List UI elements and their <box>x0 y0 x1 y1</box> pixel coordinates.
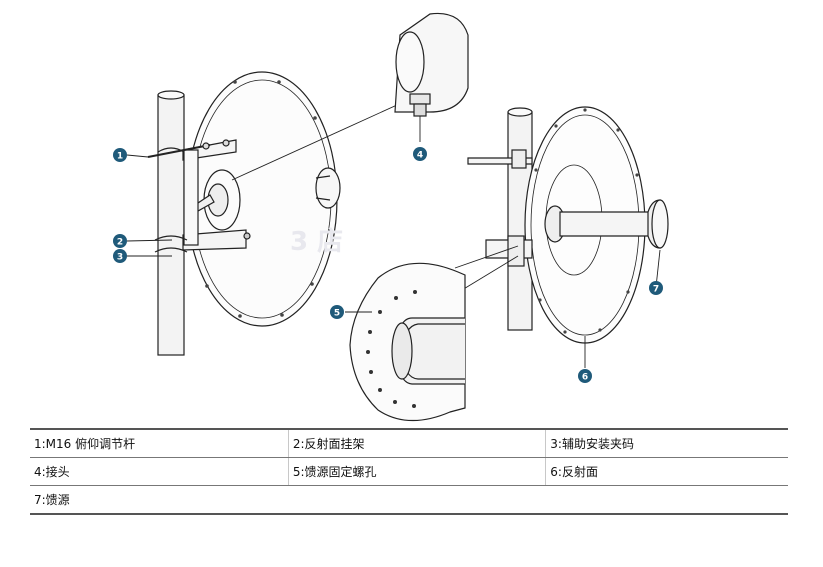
feed-boom <box>559 211 651 237</box>
callout-4: 4 <box>413 147 427 161</box>
svg-text:7: 7 <box>653 285 659 295</box>
callout-badges: 1 2 3 4 5 6 7 <box>113 147 663 383</box>
svg-text:3: 3 <box>117 253 123 263</box>
legend-cell: 2:反射面挂架 <box>287 428 547 458</box>
legend-row: 1:M16 俯仰调节杆 2:反射面挂架 3:辅助安装夹码 <box>30 428 788 458</box>
legend-cell: 4:接头 <box>30 457 289 486</box>
left-antenna-assembly <box>147 71 409 356</box>
callout-3: 3 <box>113 249 127 263</box>
parts-legend-table: 1:M16 俯仰调节杆 2:反射面挂架 3:辅助安装夹码 4:接头 5:馈源固定… <box>30 428 788 515</box>
legend-cell: 7:馈源 <box>30 485 788 515</box>
left-mast-pole <box>157 94 185 356</box>
right-antenna-assembly <box>454 106 669 344</box>
detail-connector <box>394 12 469 142</box>
svg-text:4: 4 <box>417 151 423 161</box>
legend-row: 4:接头 5:馈源固定螺孔 6:反射面 <box>30 457 788 486</box>
callout-leaders <box>126 154 661 368</box>
legend-cell: 1:M16 俯仰调节杆 <box>30 428 289 458</box>
legend-cell: 5:馈源固定螺孔 <box>287 457 547 486</box>
callout-7: 7 <box>649 281 663 295</box>
svg-text:2: 2 <box>117 238 123 248</box>
callout-6: 6 <box>578 369 592 383</box>
callout-2: 2 <box>113 234 127 248</box>
svg-text:5: 5 <box>334 309 340 319</box>
elevation-rod <box>147 144 211 158</box>
legend-cell: 6:反射面 <box>545 457 788 486</box>
legend-row: 7:馈源 <box>30 485 788 515</box>
detail-feed-flange <box>349 262 466 422</box>
svg-text:1: 1 <box>117 152 123 162</box>
antenna-diagram: 3 店 1 2 3 4 5 6 7 <box>113 12 669 422</box>
callout-1: 1 <box>113 148 127 162</box>
legend-cell: 3:辅助安装夹码 <box>545 428 788 458</box>
svg-text:6: 6 <box>582 373 588 383</box>
watermark: 3 店 <box>290 227 343 257</box>
callout-5: 5 <box>330 305 344 319</box>
